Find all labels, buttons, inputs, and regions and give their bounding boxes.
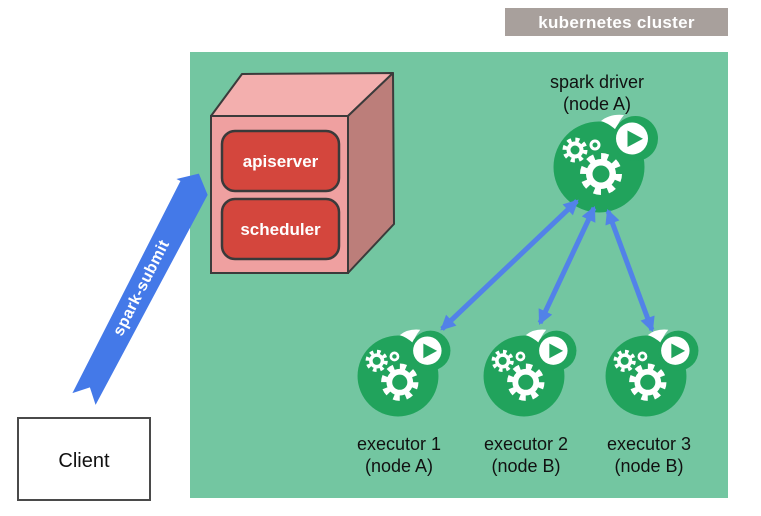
kubernetes-cluster-label-box — [505, 8, 728, 36]
client-box — [17, 417, 151, 501]
apiserver-box — [220, 129, 341, 193]
executor-1-label: executor 1 — [357, 434, 441, 454]
executor-3-node-label: (node B) — [614, 456, 683, 476]
scheduler-label: scheduler — [240, 220, 321, 239]
executor-2-node-label: (node B) — [491, 456, 560, 476]
apiserver-label: apiserver — [243, 152, 319, 171]
control-plane-cube: apiserver scheduler — [210, 72, 395, 274]
scheduler-box — [220, 197, 341, 261]
driver-executor-arrows — [440, 199, 655, 333]
client-label: Client — [58, 450, 110, 472]
spark-driver-label: spark driver — [550, 72, 644, 92]
kubernetes-cluster-label: kubernetes cluster — [538, 13, 695, 32]
executor-1-node-label: (node A) — [365, 456, 433, 476]
arrow-driver-executor-3 — [605, 208, 655, 333]
executor-3-label: executor 3 — [607, 434, 691, 454]
arrow-driver-executor-2 — [537, 205, 597, 326]
spark-driver-node-label: (node A) — [563, 94, 631, 114]
spark-submit-label: spark-submit — [110, 237, 173, 339]
executor-2-label: executor 2 — [484, 434, 568, 454]
